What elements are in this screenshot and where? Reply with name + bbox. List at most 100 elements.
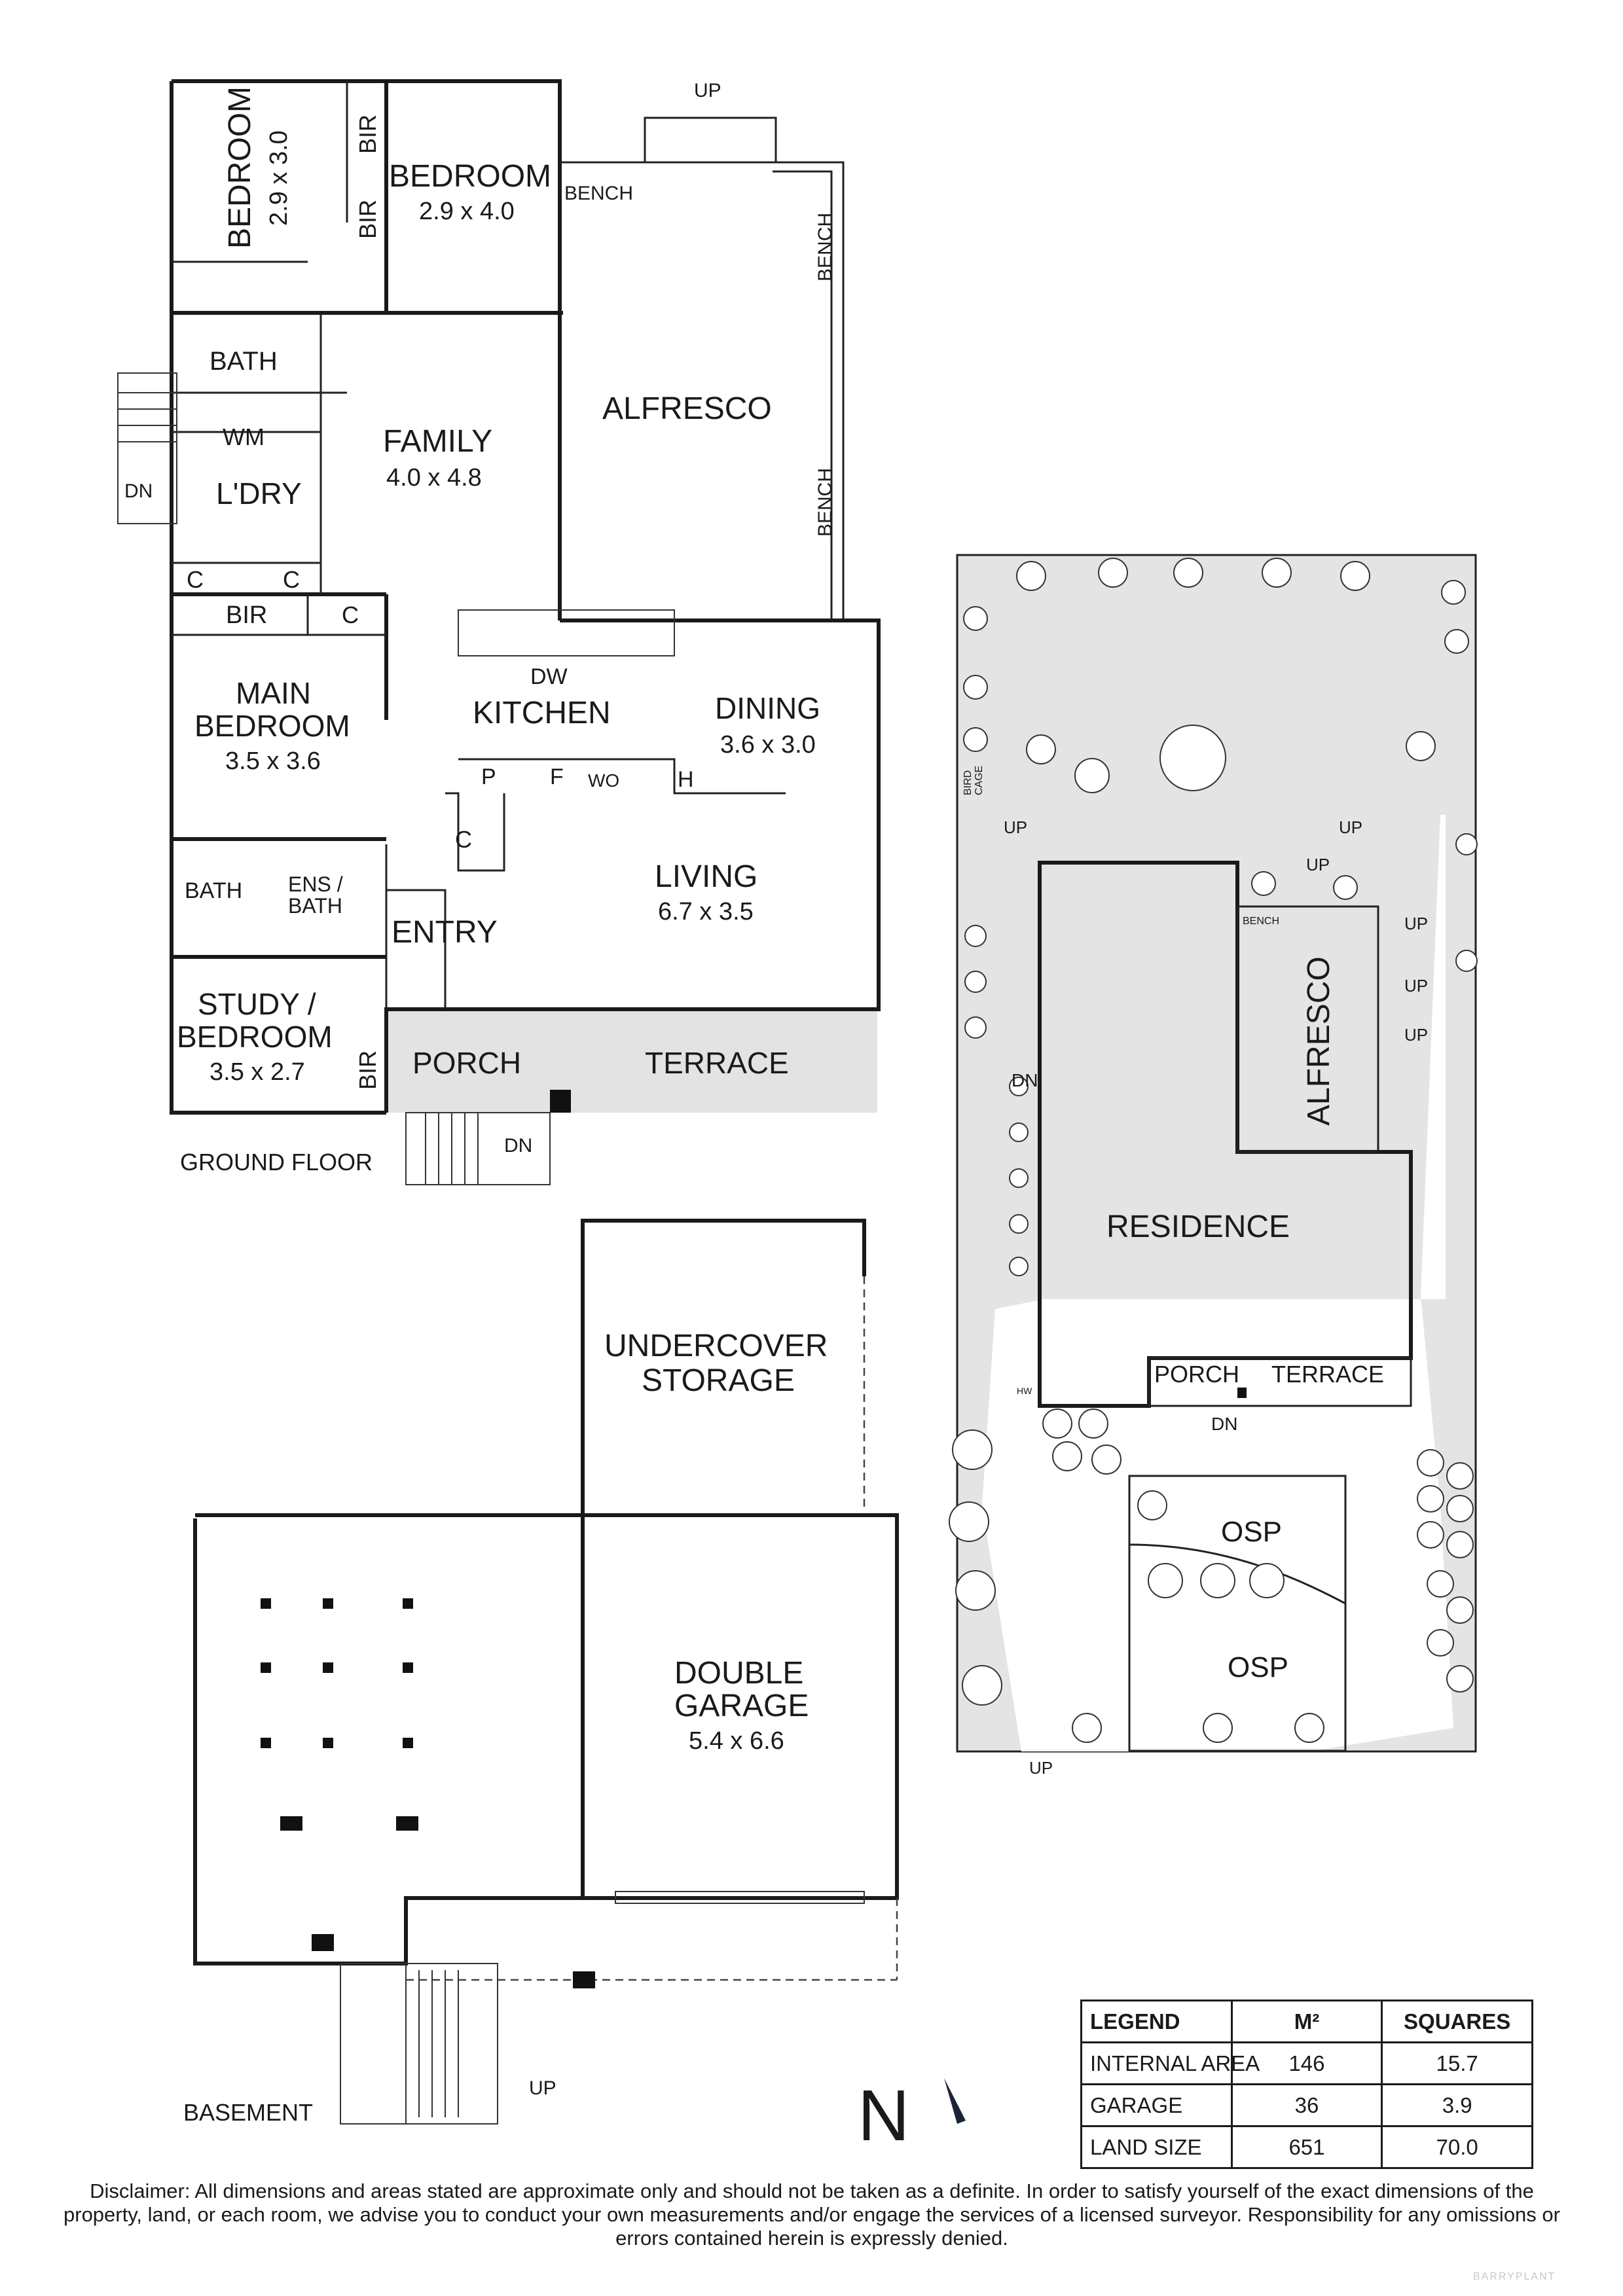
room-label-terrace: TERRACE (645, 1046, 789, 1080)
label-bench-1: BENCH (564, 183, 633, 204)
room-label-ensuite-l2: BATH (288, 894, 342, 918)
legend-label: GARAGE (1080, 2083, 1233, 2127)
label-bench-3: BENCH (814, 468, 836, 537)
legend-label: INTERNAL AREA (1080, 2041, 1260, 2085)
room-label-living: LIVING (655, 859, 757, 894)
site-label-bird-cage-l1: BIRD (962, 770, 974, 795)
room-size-main-bedroom: 3.5 x 3.6 (225, 747, 321, 775)
room-label-undercover-l2: STORAGE (642, 1363, 795, 1398)
site-label-down-1: DN (1012, 1070, 1038, 1090)
label-wm: WM (223, 423, 264, 450)
disclaimer-text: Disclaimer: All dimensions and areas sta… (64, 2179, 1560, 2250)
label-up-alfresco: UP (694, 80, 721, 101)
basement-title: BASEMENT (183, 2099, 313, 2126)
room-size-garage: 5.4 x 6.6 (689, 1727, 784, 1755)
room-label-bedroom-b: BEDROOM (389, 159, 551, 194)
site-label-hw: HW (1017, 1386, 1032, 1396)
ground-floor-plan (117, 79, 881, 1185)
room-label-garage-l1: DOUBLE (674, 1656, 803, 1691)
label-dishwasher: DW (530, 664, 568, 689)
room-label-main-bedroom-l1: MAIN (236, 676, 311, 710)
label-bir-1: BIR (354, 115, 381, 154)
site-label-osp-2: OSP (1228, 1651, 1288, 1683)
label-bir-3: BIR (226, 601, 267, 629)
north-arrow: N (858, 2075, 966, 2156)
site-plan (949, 554, 1478, 1753)
north-arrow-letter: N (858, 2075, 909, 2156)
legend-row-garage: GARAGE 36 3.9 (1080, 2083, 1533, 2127)
legend-m2-value: 146 (1230, 2041, 1383, 2085)
site-trees (949, 558, 1478, 1743)
site-label-bench: BENCH (1243, 916, 1279, 927)
room-label-kitchen: KITCHEN (473, 696, 611, 730)
room-label-bath: BATH (210, 347, 278, 376)
label-up-basement: UP (529, 2077, 556, 2099)
legend-header-label: LEGEND (1080, 2000, 1233, 2043)
watermark-text: BARRYPLANT (1473, 2271, 1556, 2282)
label-cupboard-2: C (283, 566, 300, 593)
label-bir-2: BIR (354, 200, 381, 239)
site-label-up-2: UP (1339, 817, 1362, 837)
north-arrow-icon (944, 2078, 966, 2124)
room-size-study: 3.5 x 2.7 (210, 1058, 305, 1086)
legend-header-row: LEGEND M² SQUARES (1080, 2000, 1533, 2043)
label-pantry: P (481, 764, 496, 789)
room-label-laundry: L'DRY (216, 476, 302, 511)
room-size-dining: 3.6 x 3.0 (720, 731, 816, 759)
site-label-up-7: UP (1029, 1758, 1053, 1778)
site-label-up-4: UP (1404, 914, 1428, 933)
room-label-entry: ENTRY (392, 915, 498, 950)
site-label-residence: RESIDENCE (1106, 1210, 1290, 1244)
legend-row-internal-area: INTERNAL AREA 146 15.7 (1080, 2041, 1533, 2085)
room-size-bedroom-b: 2.9 x 4.0 (419, 198, 515, 225)
room-label-garage-l2: GARAGE (674, 1689, 809, 1723)
site-label-up-3: UP (1306, 855, 1330, 874)
label-cupboard-4: C (455, 826, 472, 853)
room-size-living: 6.7 x 3.5 (658, 898, 754, 925)
basement-labels: UNDERCOVER STORAGE DOUBLE GARAGE 5.4 x 6… (183, 1329, 828, 2126)
legend-header-m2: M² (1230, 2000, 1383, 2043)
legend-m2-value: 36 (1230, 2083, 1383, 2127)
room-label-dining: DINING (715, 691, 820, 725)
area-legend-table: LEGEND M² SQUARES INTERNAL AREA 146 15.7… (1080, 2000, 1533, 2169)
label-wall-oven: WO (588, 770, 619, 791)
label-fridge: F (550, 764, 564, 789)
site-label-osp-1: OSP (1221, 1516, 1282, 1548)
ground-floor-title: GROUND FLOOR (180, 1149, 373, 1175)
room-label-study-l2: BEDROOM (177, 1020, 333, 1054)
room-label-study-l1: STUDY / (198, 987, 316, 1021)
legend-squares-value: 15.7 (1381, 2041, 1533, 2085)
label-cupboard-1: C (187, 566, 204, 593)
site-label-up-1: UP (1004, 817, 1027, 837)
label-bir-4: BIR (354, 1050, 381, 1090)
legend-row-land-size: LAND SIZE 651 70.0 (1080, 2125, 1533, 2169)
room-label-alfresco: ALFRESCO (602, 391, 772, 426)
label-down-laundry: DN (124, 480, 153, 502)
legend-m2-value: 651 (1230, 2125, 1383, 2169)
site-label-up-6: UP (1404, 1025, 1428, 1045)
legend-squares-value: 3.9 (1381, 2083, 1533, 2127)
room-label-bedroom-a: BEDROOM (223, 86, 257, 249)
ground-floor-labels: BEDROOM 2.9 x 3.0 BEDROOM 2.9 x 4.0 ALFR… (124, 80, 836, 1175)
legend-label: LAND SIZE (1080, 2125, 1233, 2169)
room-label-undercover-l1: UNDERCOVER (604, 1329, 828, 1363)
site-label-bird-cage-l2: CAGE (974, 766, 985, 795)
label-cupboard-3: C (342, 601, 359, 628)
label-hotplate: H (678, 767, 694, 792)
site-plan-labels: RESIDENCE ALFRESCO PORCH TERRACE BENCH B… (962, 766, 1428, 1778)
site-label-up-5: UP (1404, 976, 1428, 996)
site-label-alfresco: ALFRESCO (1302, 956, 1336, 1126)
label-bench-2: BENCH (814, 213, 836, 281)
legend-header-squares: SQUARES (1381, 2000, 1533, 2043)
room-label-family: FAMILY (383, 424, 492, 459)
label-down-porch: DN (504, 1135, 532, 1157)
site-label-terrace: TERRACE (1271, 1361, 1384, 1388)
room-label-ensuite-l1: ENS / (288, 872, 343, 896)
room-label-main-bedroom-l2: BEDROOM (194, 709, 350, 743)
room-label-porch: PORCH (412, 1046, 521, 1080)
site-label-down-2: DN (1211, 1414, 1237, 1434)
room-size-family: 4.0 x 4.8 (386, 464, 482, 492)
legend-squares-value: 70.0 (1381, 2125, 1533, 2169)
basement-plan (193, 1219, 899, 2125)
